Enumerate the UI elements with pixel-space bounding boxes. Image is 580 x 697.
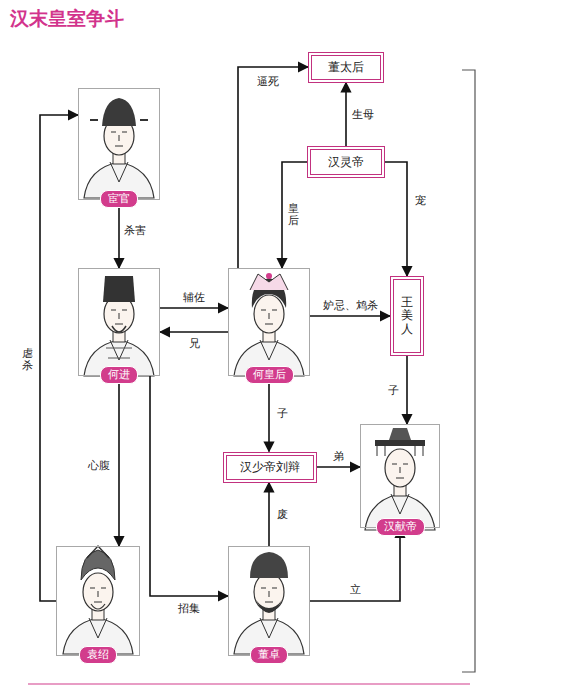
diagram-title: 汉末皇室争斗 bbox=[10, 6, 124, 32]
portrait-box: 何皇后 bbox=[228, 268, 310, 376]
name-tag: 汉献帝 bbox=[376, 518, 425, 536]
bracket bbox=[462, 70, 475, 672]
relation-arrow bbox=[268, 376, 270, 452]
relation-label: 杀害 bbox=[122, 222, 148, 239]
relation-arrow bbox=[310, 528, 400, 601]
relation-arrow bbox=[150, 376, 228, 596]
relation-arrow bbox=[310, 315, 390, 317]
portrait-box: 董卓 bbox=[228, 546, 310, 656]
relation-arrow bbox=[406, 356, 408, 424]
relation-label: 皇后 bbox=[286, 202, 301, 228]
portrait-box: 何进 bbox=[78, 268, 160, 376]
relation-arrow bbox=[40, 115, 78, 601]
relation-arrow bbox=[118, 376, 120, 546]
relation-label: 宠 bbox=[413, 192, 428, 209]
name-tag: 何进 bbox=[100, 366, 138, 384]
empress-portrait bbox=[234, 273, 304, 376]
relation-arrow bbox=[118, 200, 120, 268]
name-tag: 宦官 bbox=[100, 190, 138, 208]
relation-label: 逼死 bbox=[255, 73, 281, 90]
relation-arrow bbox=[238, 67, 308, 268]
emperor-xian-portrait bbox=[365, 428, 435, 530]
relation-label: 子 bbox=[386, 382, 401, 399]
name-tag: 何皇后 bbox=[245, 366, 294, 384]
name-text: 董太后 bbox=[328, 59, 364, 76]
eunuch-portrait bbox=[84, 98, 154, 198]
relation-label: 兄 bbox=[187, 335, 202, 352]
relation-label: 妒忌、鸩杀 bbox=[321, 297, 380, 314]
relation-label: 弟 bbox=[331, 448, 346, 465]
portrait-box: 袁绍 bbox=[56, 546, 140, 656]
name-box: 汉灵帝 bbox=[307, 146, 385, 178]
name-tag: 袁绍 bbox=[79, 646, 117, 664]
yuanshao-portrait bbox=[63, 546, 133, 654]
relation-arrow bbox=[317, 466, 360, 468]
name-text: 王美人 bbox=[401, 296, 413, 336]
relation-label: 生母 bbox=[350, 106, 376, 123]
hejin-portrait bbox=[84, 276, 154, 376]
name-text: 汉少帝刘辩 bbox=[240, 459, 300, 476]
relation-arrow bbox=[282, 162, 307, 268]
name-tag: 董卓 bbox=[250, 646, 288, 664]
relation-label: 立 bbox=[348, 581, 363, 598]
relation-arrow bbox=[160, 307, 228, 309]
relation-arrow bbox=[345, 83, 347, 147]
name-box: 汉少帝刘辩 bbox=[223, 452, 317, 483]
bottom-rule bbox=[28, 683, 470, 684]
relation-label: 虐杀 bbox=[20, 347, 35, 373]
name-text: 汉灵帝 bbox=[328, 154, 364, 171]
relation-label: 招集 bbox=[176, 600, 202, 617]
relation-arrow bbox=[160, 331, 228, 333]
relation-label: 心腹 bbox=[86, 457, 112, 474]
relation-label: 辅佐 bbox=[181, 289, 207, 306]
name-box: 董太后 bbox=[308, 52, 384, 83]
relation-label: 废 bbox=[275, 506, 290, 523]
portrait-box: 宦官 bbox=[78, 88, 160, 200]
relation-arrow bbox=[385, 162, 407, 276]
dongzhuo-portrait bbox=[234, 552, 304, 654]
name-box: 王美人 bbox=[390, 276, 424, 356]
relation-label: 子 bbox=[275, 405, 290, 422]
relation-arrow bbox=[268, 483, 270, 547]
portrait-box: 汉献帝 bbox=[360, 424, 440, 528]
